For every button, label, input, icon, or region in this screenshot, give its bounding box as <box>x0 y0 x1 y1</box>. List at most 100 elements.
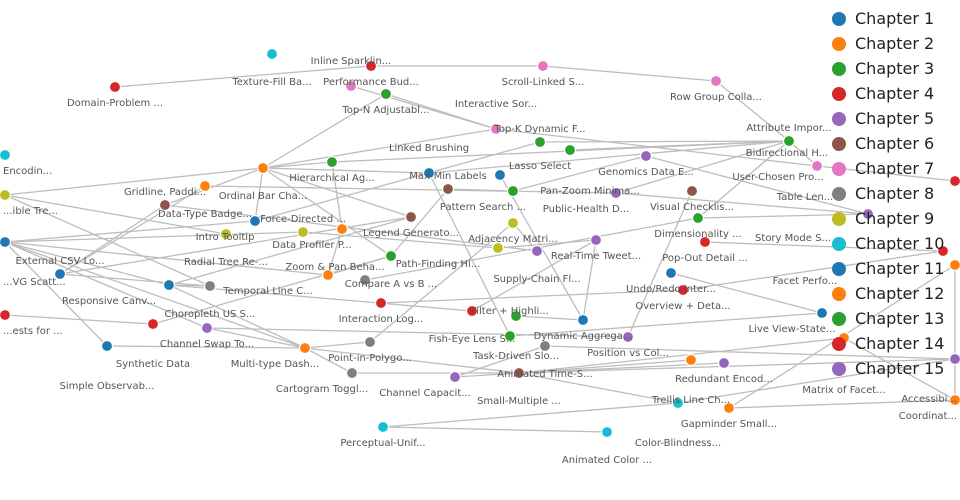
graph-node[interactable] <box>810 159 824 173</box>
graph-node[interactable] <box>363 335 377 349</box>
graph-node[interactable] <box>685 184 699 198</box>
graph-node[interactable] <box>448 370 462 384</box>
graph-edge <box>385 93 497 130</box>
graph-node[interactable] <box>691 211 705 225</box>
graph-node[interactable] <box>379 87 393 101</box>
graph-node[interactable] <box>948 258 960 272</box>
graph-node[interactable] <box>489 122 503 136</box>
node-label: Interactive Sor... <box>455 99 537 110</box>
graph-node[interactable] <box>709 74 723 88</box>
graph-node[interactable] <box>536 59 550 73</box>
graph-node[interactable] <box>698 235 712 249</box>
graph-node[interactable] <box>600 425 614 439</box>
node-label: Gapminder Small... <box>681 419 777 430</box>
legend-item[interactable]: Chapter 9 <box>832 206 944 231</box>
graph-node[interactable] <box>335 222 349 236</box>
graph-node[interactable] <box>162 278 176 292</box>
graph-node[interactable] <box>576 313 590 327</box>
graph-node[interactable] <box>491 241 505 255</box>
graph-node[interactable] <box>146 317 160 331</box>
graph-node[interactable] <box>948 352 960 366</box>
graph-node[interactable] <box>948 174 960 188</box>
graph-node[interactable] <box>376 420 390 434</box>
graph-node[interactable] <box>248 214 262 228</box>
node-label: Supply-Chain Fl... <box>493 274 580 285</box>
graph-node[interactable] <box>298 341 312 355</box>
legend-item[interactable]: Chapter 7 <box>832 156 944 181</box>
legend-item[interactable]: Chapter 8 <box>832 181 944 206</box>
graph-node[interactable] <box>198 179 212 193</box>
graph-node[interactable] <box>530 244 544 258</box>
legend-item[interactable]: Chapter 15 <box>832 356 944 381</box>
legend-item[interactable]: Chapter 5 <box>832 106 944 131</box>
graph-node[interactable] <box>265 47 279 61</box>
graph-node[interactable] <box>563 143 577 157</box>
graph-node[interactable] <box>722 401 736 415</box>
graph-node[interactable] <box>465 304 479 318</box>
graph-node[interactable] <box>493 168 507 182</box>
graph-node[interactable] <box>639 149 653 163</box>
graph-node[interactable] <box>815 306 829 320</box>
graph-node[interactable] <box>158 198 172 212</box>
legend-item[interactable]: Chapter 4 <box>832 81 944 106</box>
legend-item[interactable]: Chapter 1 <box>832 6 944 31</box>
graph-node[interactable] <box>422 166 436 180</box>
graph-node[interactable] <box>53 267 67 281</box>
legend-item[interactable]: Chapter 6 <box>832 131 944 156</box>
legend-item[interactable]: Chapter 3 <box>832 56 944 81</box>
graph-node[interactable] <box>506 184 520 198</box>
graph-edge <box>168 216 412 286</box>
graph-node[interactable] <box>404 210 418 224</box>
legend-item[interactable]: Chapter 12 <box>832 281 944 306</box>
graph-node[interactable] <box>684 353 698 367</box>
graph-node[interactable] <box>384 249 398 263</box>
graph-node[interactable] <box>0 235 12 249</box>
graph-node[interactable] <box>0 148 12 162</box>
graph-node[interactable] <box>621 330 635 344</box>
legend-item[interactable]: Chapter 11 <box>832 256 944 281</box>
legend-item[interactable]: Chapter 2 <box>832 31 944 56</box>
graph-node[interactable] <box>203 279 217 293</box>
graph-node[interactable] <box>358 273 372 287</box>
graph-node[interactable] <box>364 59 378 73</box>
graph-node[interactable] <box>321 268 335 282</box>
graph-node[interactable] <box>296 225 310 239</box>
legend-item[interactable]: Chapter 14 <box>832 331 944 356</box>
node-label: Trellis Line Ch... <box>651 395 730 406</box>
legend-item[interactable]: Chapter 13 <box>832 306 944 331</box>
graph-node[interactable] <box>344 79 358 93</box>
graph-node[interactable] <box>509 309 523 323</box>
legend-item[interactable]: Chapter 10 <box>832 231 944 256</box>
graph-node[interactable] <box>503 329 517 343</box>
node-label: ...VG Scatt... <box>3 277 66 288</box>
graph-node[interactable] <box>936 244 950 258</box>
graph-node[interactable] <box>533 135 547 149</box>
graph-node[interactable] <box>506 216 520 230</box>
graph-node[interactable] <box>589 233 603 247</box>
node-label: Gridline, Paddi... <box>124 187 206 198</box>
graph-node[interactable] <box>512 366 526 380</box>
graph-node[interactable] <box>0 188 12 202</box>
graph-node[interactable] <box>664 266 678 280</box>
graph-node[interactable] <box>325 155 339 169</box>
graph-node[interactable] <box>374 296 388 310</box>
graph-node[interactable] <box>861 207 875 221</box>
graph-node[interactable] <box>219 227 233 241</box>
graph-node[interactable] <box>948 393 960 407</box>
graph-node[interactable] <box>441 182 455 196</box>
graph-node[interactable] <box>100 339 114 353</box>
graph-node[interactable] <box>108 80 122 94</box>
graph-node[interactable] <box>717 356 731 370</box>
graph-node[interactable] <box>200 321 214 335</box>
graph-node[interactable] <box>345 366 359 380</box>
legend-label: Chapter 12 <box>855 283 945 303</box>
graph-node[interactable] <box>676 283 690 297</box>
graph-node[interactable] <box>538 339 552 353</box>
graph-node[interactable] <box>671 396 685 410</box>
graph-edge <box>390 188 449 257</box>
graph-node[interactable] <box>782 134 796 148</box>
legend-swatch-icon <box>832 61 846 76</box>
graph-node[interactable] <box>0 308 12 322</box>
graph-node[interactable] <box>609 186 623 200</box>
graph-node[interactable] <box>256 161 270 175</box>
